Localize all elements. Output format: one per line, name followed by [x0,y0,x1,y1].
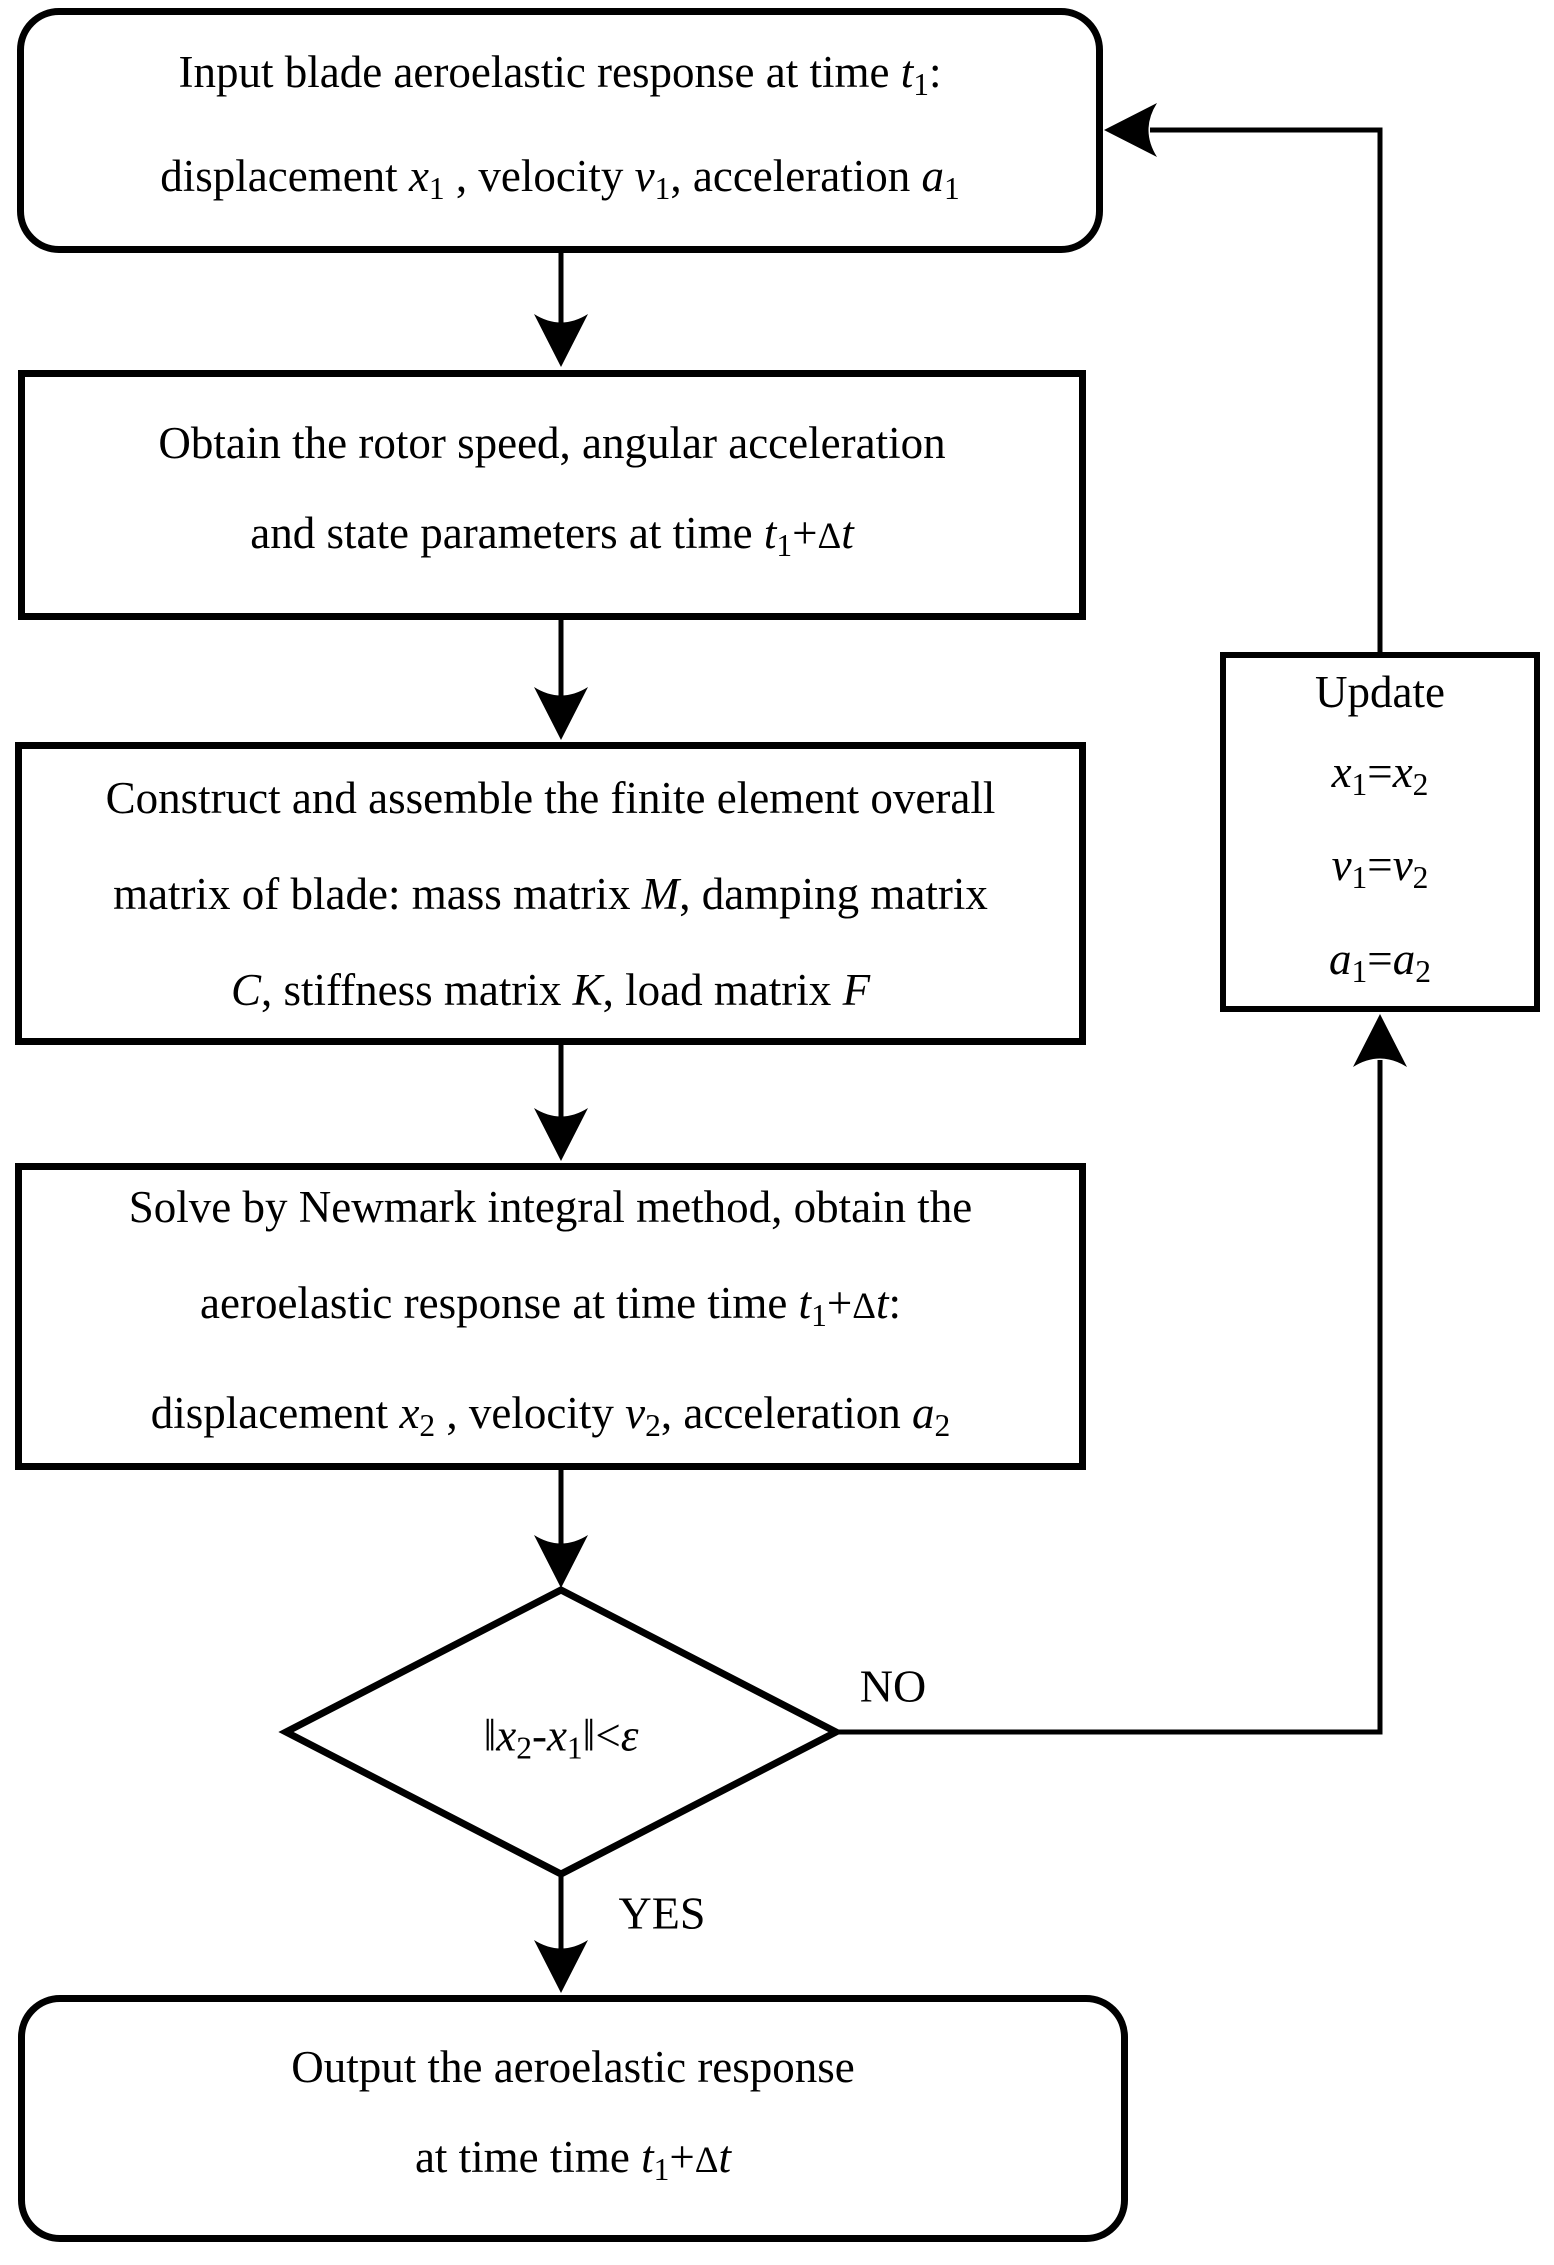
node-construct-matrices: Construct and assemble the finite elemen… [15,742,1086,1045]
arrow-input-to-obtain [534,252,588,367]
arrow-yes-decision-to-output [534,1872,588,1993]
node-obtain-rotor-speed: Obtain the rotor speed, angular accelera… [18,370,1086,620]
arrow-no-decision-to-update [832,1014,1407,1735]
node-decision-label: ‖x2-x1‖<ε [483,1710,639,1766]
node-solve-newmark: Solve by Newmark integral method, obtain… [15,1163,1086,1470]
arrow-solve-to-decision [534,1468,588,1588]
label-no-branch: NO [859,1660,927,1712]
arrow-obtain-to-construct [534,618,588,740]
label-yes-branch: YES [618,1887,706,1939]
arrow-construct-to-solve [534,1043,588,1161]
node-input-response: Input blade aeroelastic response at time… [17,8,1103,253]
arrow-update-to-input [1104,103,1383,654]
